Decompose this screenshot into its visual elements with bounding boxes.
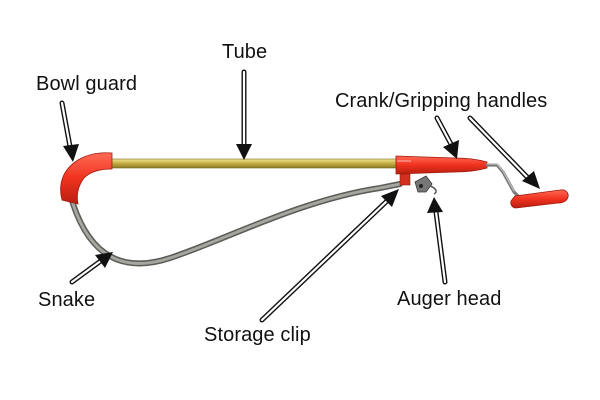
crank-handles-label: Crank/Gripping handles <box>335 90 548 112</box>
storage-clip <box>399 173 411 186</box>
tube-arrow <box>236 69 252 160</box>
bowl-guard-label: Bowl guard <box>36 73 138 95</box>
storage-clip-arrow <box>259 189 399 323</box>
front-handle <box>395 155 488 175</box>
crank-arrow-1 <box>434 115 459 159</box>
tube-label: Tube <box>222 41 268 63</box>
auger-head-label: Auger head <box>397 288 502 310</box>
storage-clip-label: Storage clip <box>204 324 311 346</box>
crank-rod <box>485 163 522 200</box>
snake-arrow <box>69 252 113 285</box>
auger-head-arrow <box>427 197 448 285</box>
snake-cable <box>67 181 403 267</box>
snake-label: Snake <box>38 289 96 311</box>
crank-arrow-2 <box>467 115 540 189</box>
arrows <box>59 69 540 323</box>
bowl-guard <box>60 152 113 205</box>
bowl-guard-arrow <box>59 100 79 162</box>
auger-head <box>414 175 437 195</box>
tube <box>97 158 403 169</box>
crank-handle <box>510 189 569 209</box>
